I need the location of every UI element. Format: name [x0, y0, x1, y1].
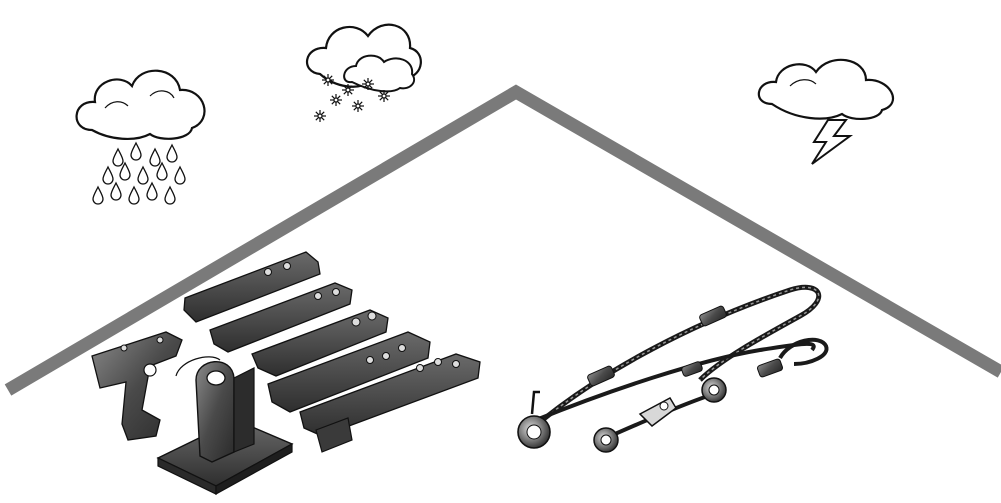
cable-lanyard	[517, 284, 829, 453]
thunderstorm-cloud-icon	[757, 58, 895, 165]
roof-outline	[4, 84, 1001, 396]
rain-cloud-icon	[75, 69, 206, 205]
anchor-brackets	[91, 251, 481, 496]
snow-cloud-icon	[305, 23, 422, 123]
